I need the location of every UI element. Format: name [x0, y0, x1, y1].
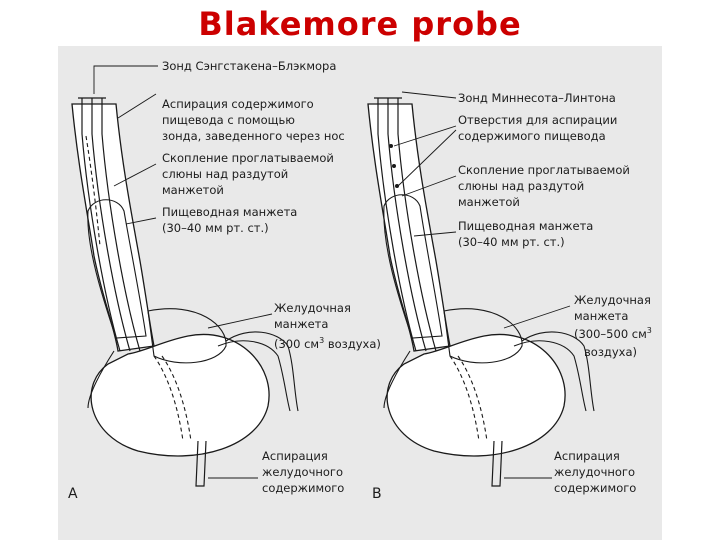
diagram-figure: Зонд Сэнгстакена–Блэкмора Аспирация соде…: [58, 46, 662, 540]
probe-tube-b: [377, 98, 417, 352]
label-gastric-cuff-b-4: воздуха): [584, 345, 637, 359]
label-esophageal-cuff-a-2: (30–40 мм рт. ст.): [162, 221, 269, 235]
label-gastric-cuff-b-3: (300–500 см3: [574, 326, 652, 341]
label-probe-name-a: Зонд Сэнгстакена–Блэкмора: [162, 59, 336, 73]
label-esophageal-cuff-b: Пищеводная манжета: [458, 219, 593, 233]
label-probe-name-b: Зонд Миннесота–Линтона: [458, 91, 616, 105]
esophageal-balloon-b: [383, 194, 443, 339]
label-aspiration-a-3: зонда, заведенного через нос: [162, 129, 345, 143]
panel-a: Зонд Сэнгстакена–Блэкмора Аспирация соде…: [68, 59, 381, 502]
label-gastric-aspiration-a-3: содержимого: [262, 481, 344, 495]
label-gastric-aspiration-a: Аспирация: [262, 449, 328, 463]
label-saliva-a-3: манжетой: [162, 183, 224, 197]
label-esophageal-cuff-b-2: (30–40 мм рт. ст.): [458, 235, 565, 249]
probe-tube-a: [81, 98, 121, 352]
label-esophageal-cuff-a: Пищеводная манжета: [162, 205, 297, 219]
label-gastric-aspiration-a-2: желудочного: [262, 465, 343, 479]
label-gastric-cuff-a-3: (300 см3 воздуха): [274, 336, 381, 351]
diagram-svg: Зонд Сэнгстакена–Блэкмора Аспирация соде…: [68, 59, 652, 502]
gastric-balloon-b: [443, 308, 523, 364]
label-saliva-a: Скопление проглатываемой: [162, 151, 334, 165]
label-saliva-a-2: слюны над раздутой: [162, 167, 288, 181]
label-saliva-b: Скопление проглатываемой: [458, 163, 630, 177]
slide-title: Blakemore probe: [198, 5, 522, 43]
label-holes-b-2: содержимого пищевода: [458, 129, 606, 143]
panel-b: Зонд Миннесота–Линтона Отверстия для асп…: [367, 91, 652, 502]
label-gastric-aspiration-b: Аспирация: [554, 449, 620, 463]
panel-letter-a: A: [68, 486, 78, 502]
label-saliva-b-2: слюны над раздутой: [458, 179, 584, 193]
gastric-balloon-a: [147, 308, 227, 364]
label-aspiration-a: Аспирация содержимого: [162, 97, 314, 111]
label-gastric-cuff-b: Желудочная: [574, 293, 651, 307]
gastric-exit-tube-a: [195, 440, 207, 487]
esophagus-a: [71, 103, 155, 352]
gastric-exit-tube-b: [491, 440, 503, 487]
label-saliva-b-3: манжетой: [458, 195, 520, 209]
label-aspiration-a-2: пищевода с помощью: [162, 113, 295, 127]
label-gastric-cuff-b-2: манжета: [574, 309, 628, 323]
esophageal-balloon-a: [87, 199, 147, 339]
label-gastric-aspiration-b-3: содержимого: [554, 481, 636, 495]
label-gastric-cuff-a-2: манжета: [274, 317, 328, 331]
nasal-tube-a: [85, 135, 101, 247]
label-gastric-cuff-a: Желудочная: [274, 301, 351, 315]
panel-letter-b: B: [372, 486, 382, 502]
label-gastric-aspiration-b-2: желудочного: [554, 465, 635, 479]
label-holes-b: Отверстия для аспирации: [458, 113, 617, 127]
